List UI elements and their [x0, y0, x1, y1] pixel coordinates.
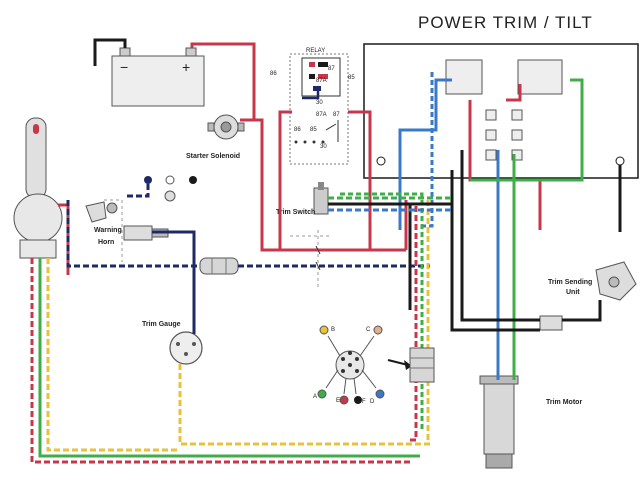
- trim-gauge: [169, 331, 203, 365]
- battery-ground-wire: [93, 38, 127, 66]
- relay-legend-86: 86: [294, 127, 301, 133]
- harness-bundle-plug: [409, 347, 435, 383]
- trim-sending-unit-label-line2: Unit: [566, 289, 580, 296]
- relay-legend-30: 30: [320, 144, 327, 150]
- plug-pin-c: C: [366, 327, 371, 333]
- relay-pin-87: 87: [328, 66, 335, 72]
- blue-wires: [398, 78, 500, 380]
- warning-horn-label-line1: Warning: [94, 227, 122, 234]
- trim-switch-harness: [328, 196, 452, 212]
- relay-pin-30: 30: [316, 100, 323, 106]
- red-dashed-wires: [30, 204, 418, 464]
- box-mount-left: [376, 156, 386, 166]
- trim-sending-connector: [539, 315, 563, 331]
- box-mount-right: [615, 156, 625, 166]
- relay-legend-87: 87: [333, 112, 340, 118]
- plug-pin-f: F: [362, 399, 366, 405]
- trim-motor: [479, 375, 519, 469]
- plug-pin-b: B: [331, 327, 335, 333]
- starter-solenoid: [207, 114, 245, 140]
- battery-plus-label: +: [182, 59, 190, 75]
- trim-sending-unit: [595, 261, 637, 301]
- relay: RELAY 86 87 87A 85 30 87A 87 86 85 30: [270, 48, 355, 165]
- relay-pin-85: 85: [348, 75, 355, 81]
- relay-pin-86: 86: [270, 71, 277, 77]
- diagram-title: POWER TRIM / TILT: [418, 13, 593, 32]
- plug-pinout: B C A E F D: [313, 325, 413, 405]
- key-switch: [144, 175, 197, 202]
- navy-dashed-wires: [66, 184, 430, 268]
- plug-pin-e: E: [336, 398, 340, 404]
- relay-pin-87a: 87A: [316, 78, 327, 84]
- battery-minus-label: −: [120, 59, 128, 75]
- navy-wire-relay: [302, 90, 320, 100]
- trim-gauge-label: Trim Gauge: [142, 321, 181, 328]
- plug-pin-a: A: [313, 394, 317, 400]
- green-wires: [38, 78, 584, 458]
- starter-solenoid-label: Starter Solenoid: [186, 153, 240, 160]
- black-wires: [408, 150, 622, 332]
- inline-connector: [199, 257, 239, 275]
- relay-legend-87a: 87A: [316, 112, 327, 118]
- power-trim-box: [363, 43, 639, 179]
- navy-wire-gauge: [152, 230, 196, 334]
- ground-dash-marks: [315, 245, 321, 271]
- plug-pin-d: D: [370, 399, 375, 405]
- green-dashed-wire: [340, 192, 424, 430]
- warning-horn: [85, 201, 118, 223]
- blue-dashed-wire: [422, 72, 434, 228]
- control-lever: [13, 117, 63, 259]
- warning-horn-label-line2: Horn: [98, 239, 114, 246]
- trim-switch-label: Trim Switch: [276, 209, 315, 216]
- pump-terminal-blocks: [445, 59, 563, 161]
- trim-sending-unit-label-line1: Trim Sending: [548, 279, 592, 286]
- battery: − +: [111, 47, 205, 107]
- yellow-dashed-wires: [46, 200, 430, 452]
- relay-legend-85: 85: [310, 127, 317, 133]
- trim-switch: [313, 182, 329, 215]
- relay-title: RELAY: [306, 48, 325, 54]
- gray-dashed-wires: [104, 199, 332, 290]
- trim-motor-label: Trim Motor: [546, 399, 582, 406]
